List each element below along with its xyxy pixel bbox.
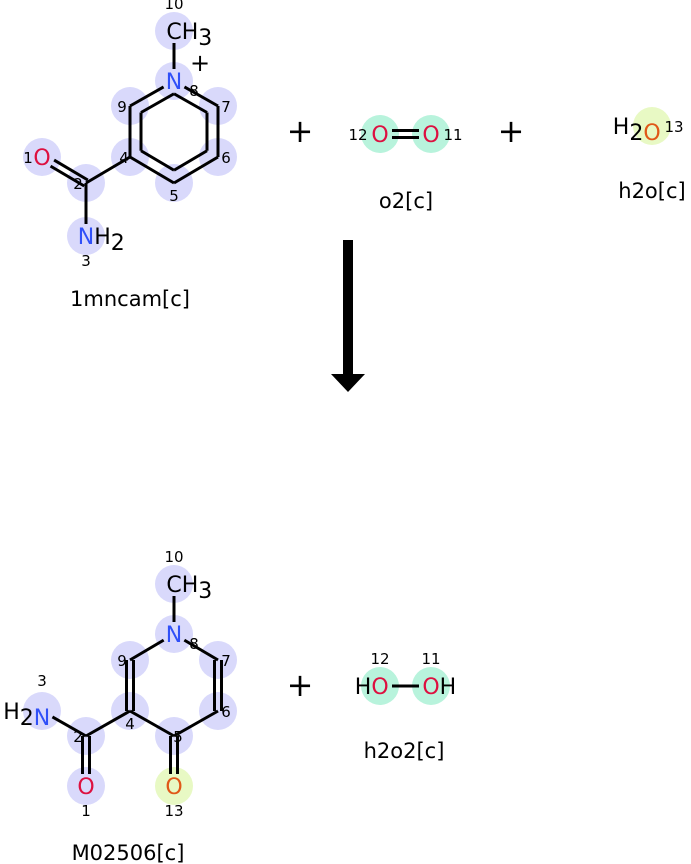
atom-number: 6 (221, 703, 231, 721)
plus-sign: + (287, 666, 314, 704)
atom-highlight (412, 667, 450, 705)
atom-number: 8 (189, 82, 199, 100)
atom-number: 9 (117, 652, 127, 670)
molecule-name-h2o2: h2o2[c] (364, 739, 445, 763)
atom-label-o-1: O (77, 775, 94, 800)
double-bond-line (53, 158, 89, 182)
atom-label-c-10: CH3 (166, 573, 212, 604)
atom-highlight (67, 767, 105, 805)
atom-number: 7 (221, 652, 231, 670)
aromatic-inner-bond (173, 92, 208, 114)
atom-number: 7 (221, 98, 231, 116)
atom-number: 10 (164, 548, 183, 566)
atom-number: 4 (119, 149, 129, 167)
reaction-arrow (331, 240, 365, 392)
bonds-layer-top (49, 43, 419, 774)
atom-number: 12 (370, 650, 389, 668)
atom-highlight (633, 107, 671, 145)
atom-number: 10 (164, 0, 183, 13)
molecule-name-h2o: h2o[c] (618, 179, 685, 203)
single-bond (129, 85, 165, 108)
atom-number: 9 (117, 98, 127, 116)
atom-highlight (361, 115, 399, 153)
plus-sign: + (498, 112, 525, 150)
aromatic-inner-bond (173, 149, 208, 172)
molecule-name-1mncam: 1mncam[c] (70, 287, 190, 311)
single-bond (173, 155, 219, 185)
atom-number: 11 (443, 126, 462, 144)
aromatic-inner-bond (140, 149, 175, 172)
atom-number: 8 (189, 635, 199, 653)
atom-label-ow-13: O (165, 775, 182, 800)
atom-highlight (23, 692, 61, 730)
atom-number: 12 (348, 126, 367, 144)
highlights-layer (23, 12, 671, 805)
atom-highlight (155, 565, 193, 603)
single-bond (183, 85, 219, 108)
single-bond (183, 638, 219, 662)
single-bond (129, 709, 175, 738)
single-bond (85, 155, 131, 185)
atom-number: 6 (221, 149, 231, 167)
atom-number: 3 (81, 252, 91, 270)
molecule-name-o2: o2[c] (379, 189, 433, 213)
double-bond-line (49, 164, 85, 188)
atom-highlight (412, 115, 450, 153)
single-bond (129, 155, 175, 185)
atom-label-o-1: O (33, 146, 50, 171)
charge-plus: + (190, 49, 210, 77)
atom-number: 2 (73, 175, 83, 193)
atom-highlight (155, 12, 193, 50)
atom-label-n-8: N (166, 70, 182, 95)
atom-highlight (155, 615, 193, 653)
molecule-name-m02506: M02506[c] (72, 841, 185, 864)
atom-label-n-8: N (166, 623, 182, 648)
single-bond (173, 709, 219, 738)
atom-number: 4 (125, 715, 135, 733)
atom-number: 3 (37, 672, 47, 690)
single-bond (51, 715, 87, 738)
single-bond (85, 709, 131, 738)
atom-number: 5 (173, 728, 183, 746)
single-bond (129, 638, 165, 662)
aromatic-inner-bond (140, 92, 175, 114)
atom-highlight (361, 667, 399, 705)
atom-number: 13 (664, 118, 683, 136)
atom-label-o-12: O (371, 123, 388, 148)
atom-number: 13 (164, 802, 183, 820)
atom-number: 2 (73, 728, 83, 746)
atom-label-n-3: NH2 (78, 225, 125, 256)
atom-number: 1 (23, 149, 33, 167)
atom-label-c-10: CH3 (166, 20, 212, 51)
atom-highlight (67, 217, 105, 255)
atom-highlight (155, 62, 193, 100)
atom-highlight (155, 767, 193, 805)
atom-label-ow-13: H2O (613, 115, 661, 146)
plus-sign: + (287, 112, 314, 150)
atom-number: 11 (421, 650, 440, 668)
atom-label-o-12: HO (355, 675, 389, 700)
atom-number: 1 (81, 802, 91, 820)
atom-label-n-3: H2N (3, 700, 50, 731)
atom-label-o-11: OH (422, 675, 456, 700)
atom-number: 5 (169, 187, 179, 205)
atom-label-o-11: O (422, 123, 439, 148)
